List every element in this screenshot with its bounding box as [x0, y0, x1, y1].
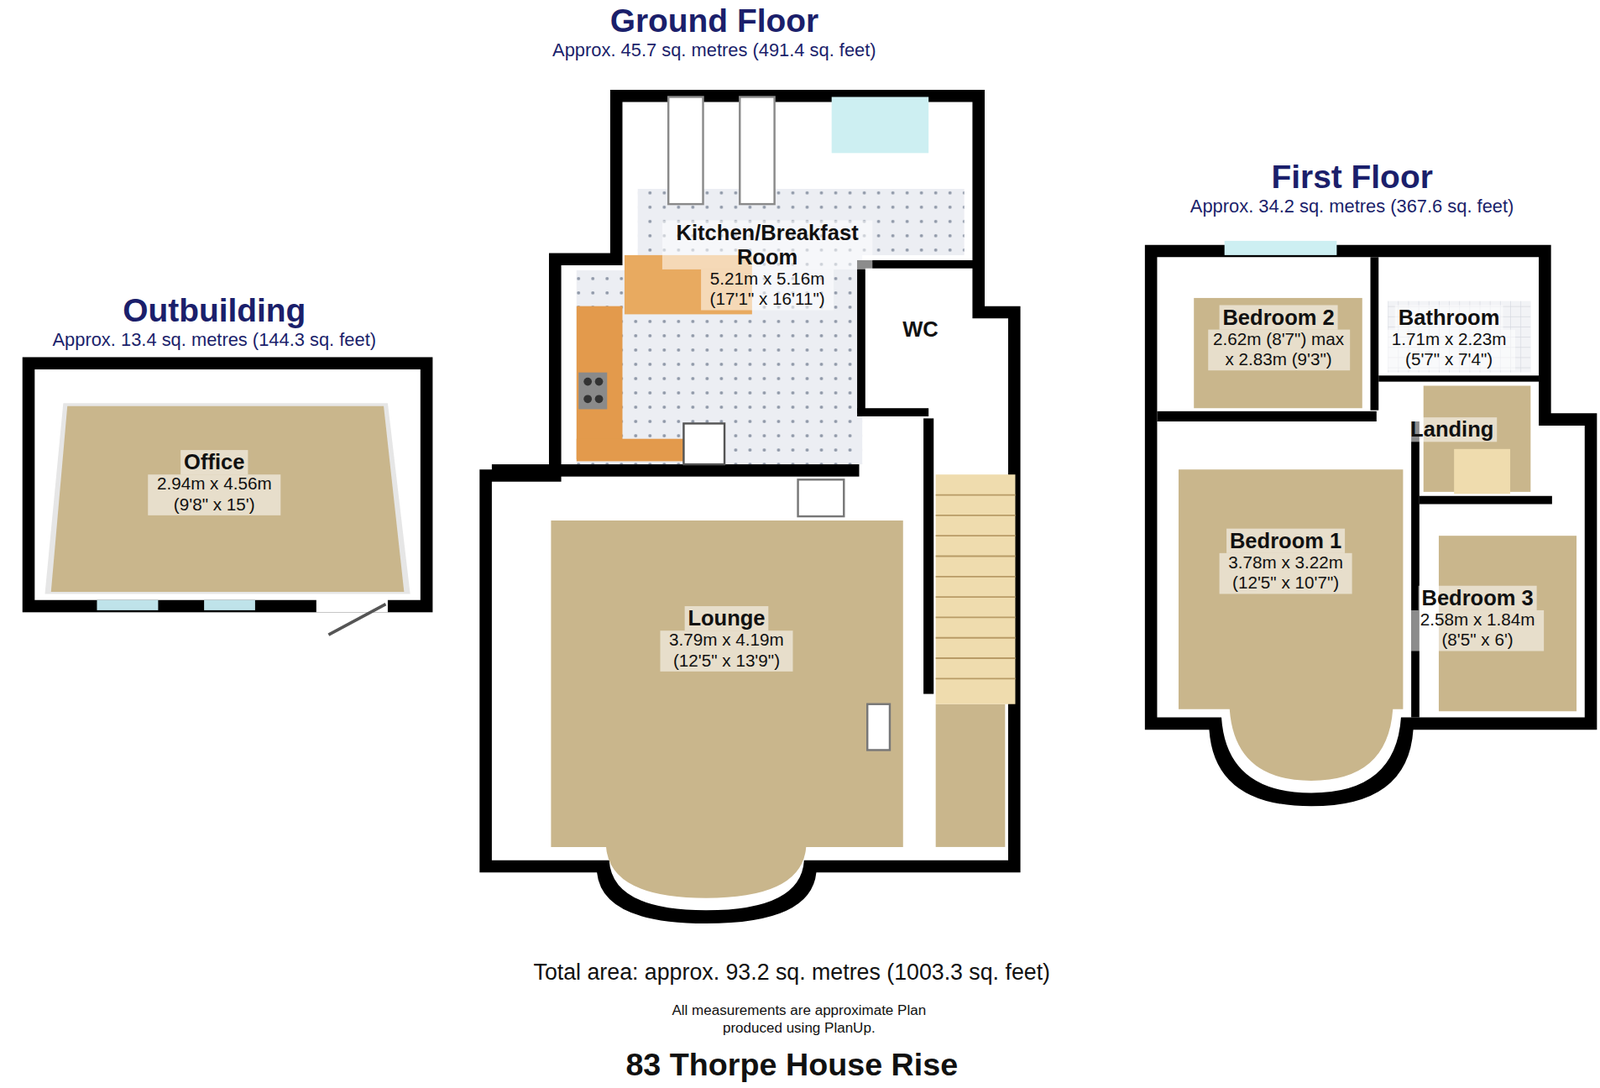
plan-shape	[576, 188, 965, 465]
plan-shape	[51, 406, 405, 592]
first-floor-plan	[1145, 240, 1597, 806]
plan-shape	[935, 616, 1016, 619]
room-dimensions: 2.62m (8'7") max x 2.83m (9'3")	[1207, 329, 1350, 372]
plan-shape	[1378, 375, 1539, 382]
plan-shape	[935, 596, 1016, 598]
plan-shape	[1145, 245, 1597, 807]
plan-shape	[668, 96, 703, 204]
room-dimensions: 3.78m x 3.22m (12'5" x 10'7")	[1219, 553, 1353, 595]
plan-shape	[595, 377, 604, 387]
plan-shape	[935, 657, 1016, 659]
plan-shape	[22, 356, 434, 612]
outbuilding-plan	[22, 356, 434, 635]
floor-heading: Outbuilding	[10, 292, 419, 330]
floor-area: Approx. 34.2 sq. metres (367.6 sq. feet)	[1132, 194, 1572, 218]
plan-shape	[44, 402, 410, 594]
room-label-box: Office2.94m x 4.56m (9'8" x 15')	[143, 449, 285, 516]
plan-shape	[578, 372, 607, 410]
room-name: Bedroom 2	[1219, 304, 1339, 330]
plan-shape	[1224, 240, 1338, 256]
property-title: 83 Thorpe House Rise	[383, 1046, 1200, 1084]
plan-shape	[1156, 411, 1376, 422]
plan-shape	[328, 604, 386, 635]
plan-shape	[583, 394, 592, 403]
plan-shape	[935, 495, 1016, 680]
room-name: Bedroom 1	[1226, 528, 1345, 554]
plan-shape	[867, 704, 890, 751]
plan-shape	[34, 369, 420, 601]
room-name: Landing	[1406, 417, 1497, 442]
room-name: WC	[899, 317, 942, 342]
plan-shape	[491, 102, 1009, 911]
disclaimer-note: All measurements are approximate Plan pr…	[671, 1002, 927, 1037]
plan-shape	[935, 555, 1016, 558]
room-dimensions: 1.71m x 2.23m (5'7" x 7'4")	[1382, 329, 1516, 372]
room-name: Office	[180, 449, 248, 475]
plan-shape	[1411, 421, 1420, 718]
plan-shape	[935, 637, 1016, 639]
room-name: Lounge	[684, 606, 769, 631]
plan-shape	[923, 418, 934, 694]
plan-shape	[576, 439, 690, 462]
room-label-box: Lounge3.79m x 4.19m (12'5" x 13'9")	[656, 606, 798, 672]
plan-shape	[935, 514, 1016, 517]
plan-shape	[935, 534, 1016, 537]
plan-shape	[1193, 298, 1363, 408]
room-label-box: Bedroom 22.62m (8'7") max x 2.83m (9'3")	[1203, 304, 1355, 371]
plan-shape	[935, 494, 1016, 497]
plan-shape	[857, 260, 985, 269]
plan-shape	[1369, 256, 1379, 410]
plan-shape	[935, 474, 1016, 705]
room-label-box: Bathroom1.71m x 2.23m (5'7" x 7'4")	[1378, 304, 1520, 371]
room-name: Bathroom	[1395, 304, 1503, 330]
room-label-box: Landing	[1402, 417, 1501, 442]
room-label-box: Bedroom 13.78m x 3.22m (12'5" x 10'7")	[1215, 528, 1357, 595]
plan-shape	[831, 96, 929, 153]
plan-shape	[550, 520, 903, 899]
floor-area: Approx. 45.7 sq. metres (491.4 sq. feet)	[459, 38, 970, 62]
plan-shape	[491, 464, 860, 477]
plan-shape	[857, 260, 866, 414]
room-label-box: WC	[895, 317, 947, 342]
room-label-box: Kitchen/Breakfast Room5.21m x 5.16m (17'…	[658, 220, 877, 311]
plan-shape	[1419, 496, 1553, 505]
plan-shape	[1156, 256, 1585, 793]
floor-area: Approx. 13.4 sq. metres (144.3 sq. feet)	[10, 328, 419, 351]
plan-shape	[935, 704, 1006, 848]
room-dimensions: 5.21m x 5.16m (17'1" x 16'11")	[700, 269, 834, 311]
plan-shape	[576, 306, 623, 460]
plan-shape	[96, 600, 158, 611]
ground-floor-plan	[479, 89, 1020, 924]
room-dimensions: 2.94m x 4.56m (9'8" x 15')	[147, 474, 281, 516]
plan-shape	[798, 479, 845, 517]
plan-shape	[1178, 469, 1403, 781]
room-label-box: Bedroom 32.58m x 1.84m (8'5" x 6')	[1406, 585, 1548, 652]
total-area-note: Total area: approx. 93.2 sq. metres (100…	[332, 959, 1251, 987]
plan-shape	[479, 89, 1020, 924]
floor-region: First FloorApprox. 34.2 sq. metres (367.…	[1132, 157, 1572, 811]
floor-region: OutbuildingApprox. 13.4 sq. metres (144.…	[10, 292, 419, 629]
plan-shape	[935, 575, 1016, 578]
room-dimensions: 3.79m x 4.19m (12'5" x 13'9")	[659, 630, 793, 672]
plan-shape	[595, 394, 604, 403]
room-name: Bedroom 3	[1418, 585, 1538, 611]
floor-heading: Ground Floor	[459, 1, 970, 39]
plan-shape	[683, 423, 725, 465]
plan-shape	[583, 377, 592, 387]
room-name: Kitchen/Breakfast Room	[662, 220, 873, 270]
plan-shape	[739, 96, 774, 204]
plan-shape	[1453, 449, 1511, 494]
plan-shape	[935, 677, 1016, 680]
floor-heading: First Floor	[1132, 157, 1572, 195]
room-dimensions: 2.58m x 1.84m (8'5" x 6')	[1411, 610, 1544, 652]
floor-region: Ground FloorApprox. 45.7 sq. metres (491…	[459, 1, 970, 931]
plan-shape	[857, 407, 929, 417]
plan-shape	[203, 600, 256, 611]
